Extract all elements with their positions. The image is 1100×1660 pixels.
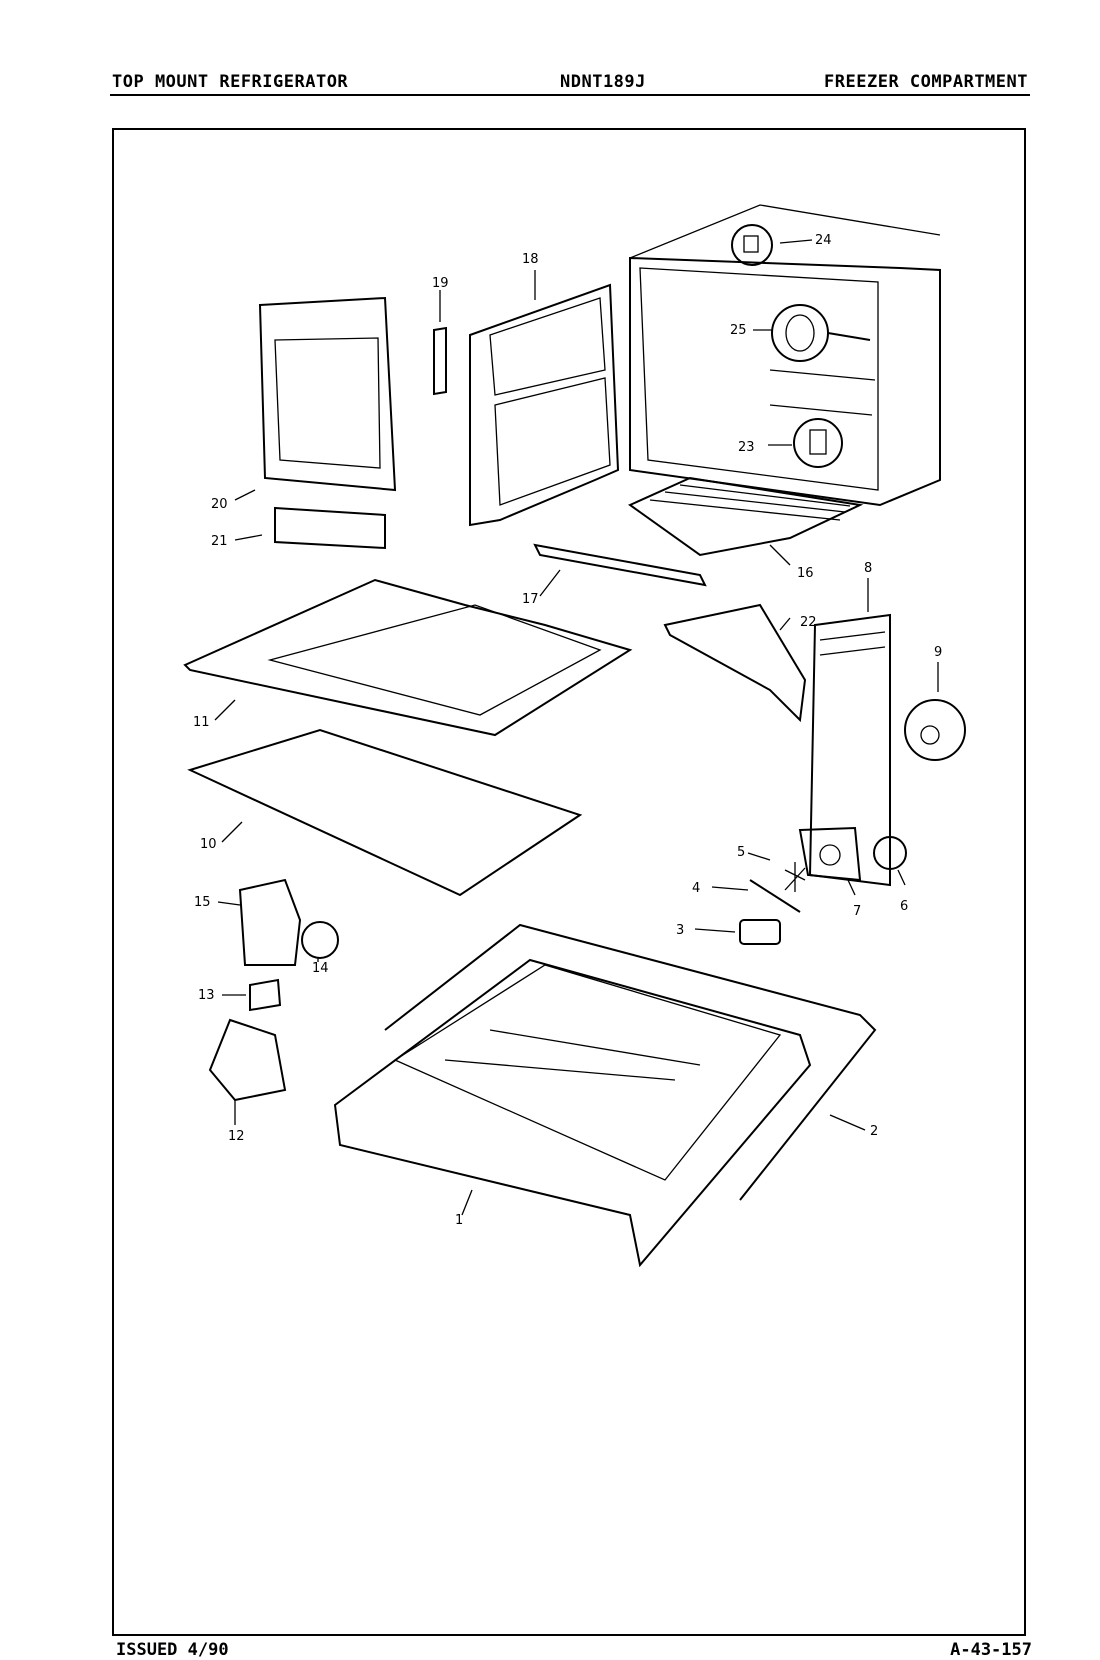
part-14-bucket-spring — [301, 921, 339, 959]
header-section-name: FREEZER COMPARTMENT — [824, 72, 1028, 92]
part-25-light-bulb — [771, 304, 871, 362]
part-18-freezer-door — [469, 283, 620, 527]
footer-issue-date: ISSUED 4/90 — [116, 1640, 229, 1660]
part-5-fan-blade — [784, 862, 806, 892]
callout-9: 9 — [934, 645, 942, 660]
part-2-door-gasket — [384, 923, 877, 1201]
part-19-door-hinge — [433, 326, 447, 396]
callout-17: 17 — [522, 592, 539, 607]
callout-11: 11 — [193, 715, 210, 730]
part-12-ice-bucket — [208, 1018, 287, 1102]
callout-13: 13 — [198, 988, 215, 1003]
callout-3: 3 — [676, 923, 684, 938]
part-13-bucket-bracket — [249, 978, 282, 1012]
callout-1: 1 — [455, 1213, 463, 1228]
part-15-ice-bucket-housing — [238, 878, 302, 966]
part-20-control-panel — [258, 296, 397, 492]
callout-10: 10 — [200, 837, 217, 852]
part-10-freezer-floor-panel — [187, 728, 583, 897]
part-1-freezer-liner — [333, 958, 812, 1268]
part-9-screw — [904, 699, 966, 761]
header-rule — [110, 94, 1030, 96]
callout-20: 20 — [211, 497, 228, 512]
callout-5: 5 — [737, 845, 745, 860]
part-6-fan-motor — [873, 836, 907, 870]
callout-21: 21 — [211, 534, 228, 549]
part-22-air-duct — [663, 603, 807, 723]
part-23-light-switch — [793, 418, 843, 468]
callout-7: 7 — [853, 904, 861, 919]
callout-4: 4 — [692, 881, 700, 896]
part-16-wire-shelf — [628, 476, 864, 557]
part-24-light-socket — [731, 224, 773, 266]
callout-12: 12 — [228, 1129, 245, 1144]
callout-labels: 1 2 3 4 5 6 7 8 9 10 11 12 13 14 15 16 1… — [193, 233, 942, 1228]
part-11-freezer-shelf — [183, 578, 633, 737]
callout-14: 14 — [312, 961, 329, 976]
callout-19: 19 — [432, 276, 449, 291]
part-8-evaporator-cover — [808, 613, 891, 887]
callout-25: 25 — [730, 323, 747, 338]
callout-15: 15 — [194, 895, 211, 910]
exploded-parts-diagram: 1 2 3 4 5 6 7 8 9 10 11 12 13 14 15 16 1… — [183, 204, 966, 1268]
part-4-motor-mount — [749, 879, 801, 913]
leader-lines — [214, 239, 939, 1216]
callout-24: 24 — [815, 233, 832, 248]
callout-18: 18 — [522, 252, 539, 267]
freezer-cabinet — [629, 204, 941, 507]
callout-22: 22 — [800, 615, 817, 630]
header-title-left: TOP MOUNT REFRIGERATOR — [112, 72, 349, 92]
part-3-defrost-timer — [739, 919, 781, 945]
callout-23: 23 — [738, 440, 755, 455]
part-17-shelf-trim — [533, 543, 707, 587]
callout-2: 2 — [870, 1124, 878, 1139]
part-7-fan-bracket — [798, 826, 862, 882]
header-model-number: NDNT189J — [560, 72, 646, 92]
callout-16: 16 — [797, 566, 814, 581]
callout-6: 6 — [900, 899, 908, 914]
callout-8: 8 — [864, 561, 872, 576]
footer-page-code: A-43-157 — [950, 1640, 1032, 1660]
part-21-control-label — [274, 506, 386, 550]
